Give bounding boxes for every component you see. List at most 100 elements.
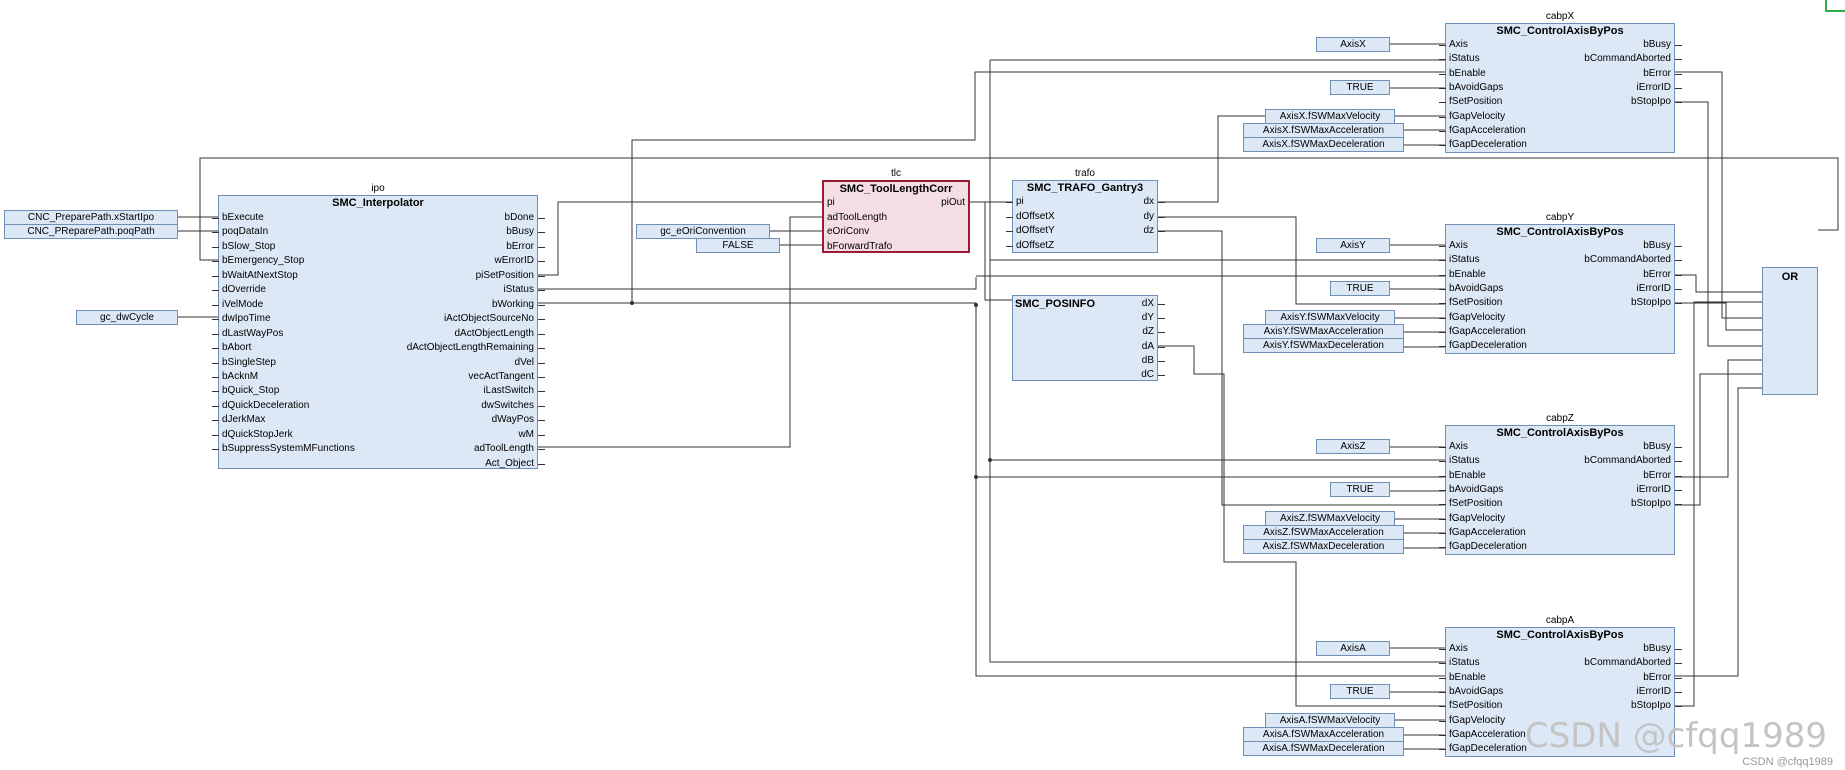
axis-in-bavoidgaps[interactable]: bAvoidGaps xyxy=(1449,81,1504,93)
axis-in-benable[interactable]: bEnable xyxy=(1449,268,1486,280)
avoid-gaps-const[interactable]: TRUE xyxy=(1330,683,1390,699)
ipo-out-berror[interactable]: bError xyxy=(506,240,534,252)
axis-out-berror[interactable]: bError xyxy=(1643,469,1671,481)
axis-in-istatus[interactable]: iStatus xyxy=(1449,53,1480,65)
ipo-out-ilastswitch[interactable]: iLastSwitch xyxy=(483,385,534,397)
avoid-gaps-const[interactable]: TRUE xyxy=(1330,481,1390,497)
ipo-in-bsinglestep[interactable]: bSingleStep xyxy=(222,356,276,368)
axis-var[interactable]: AxisZ xyxy=(1316,439,1390,454)
axis-in-bavoidgaps[interactable]: bAvoidGaps xyxy=(1449,282,1504,294)
const-ori-conv[interactable]: gc_eOriConvention xyxy=(636,224,770,239)
ipo-in-bslow-stop[interactable]: bSlow_Stop xyxy=(222,240,276,252)
axis-in-fsetposition[interactable]: fSetPosition xyxy=(1449,700,1503,712)
tlc-in-pi[interactable]: pi xyxy=(827,197,835,208)
axis-in-fgapdeceleration[interactable]: fGapDeceleration xyxy=(1449,541,1527,553)
ipo-out-dactobjectlength[interactable]: dActObjectLength xyxy=(454,327,535,339)
ipo-in-dlastwaypos[interactable]: dLastWayPos xyxy=(222,327,284,339)
axis-in-benable[interactable]: bEnable xyxy=(1449,67,1486,79)
axis-in-axis[interactable]: Axis xyxy=(1449,39,1468,50)
gap-acceleration-const[interactable]: AxisZ.fSWMaxAcceleration xyxy=(1243,524,1404,540)
ipo-out-dwswitches[interactable]: dwSwitches xyxy=(481,399,534,411)
const-dwcycle[interactable]: gc_dwCycle xyxy=(76,310,178,325)
axis-out-berror[interactable]: bError xyxy=(1643,671,1671,683)
tlc-out-piout[interactable]: piOut xyxy=(941,197,965,208)
axis-in-axis[interactable]: Axis xyxy=(1449,643,1468,654)
ipo-in-bwaitatnextstop[interactable]: bWaitAtNextStop xyxy=(222,269,298,281)
ipo-in-bsuppresssystemmfunctions[interactable]: bSuppressSystemMFunctions xyxy=(222,443,355,455)
ipo-out-werrorid[interactable]: wErrorID xyxy=(494,255,534,267)
posinfo-out-dz[interactable]: dZ xyxy=(1142,326,1154,338)
ipo-out-iactobjectsourceno[interactable]: iActObjectSourceNo xyxy=(443,313,534,325)
ipo-out-adtoollength[interactable]: adToolLength xyxy=(473,443,534,455)
trafo-out-dx[interactable]: dx xyxy=(1143,196,1154,207)
axis-in-fgapdeceleration[interactable]: fGapDeceleration xyxy=(1449,340,1527,352)
ipo-out-istatus[interactable]: iStatus xyxy=(503,284,534,296)
axis-in-fgapacceleration[interactable]: fGapAcceleration xyxy=(1449,728,1526,740)
posinfo-out-dc[interactable]: dC xyxy=(1141,369,1154,380)
ipo-in-dwipotime[interactable]: dwIpoTime xyxy=(222,313,271,325)
gap-acceleration-const[interactable]: AxisY.fSWMaxAcceleration xyxy=(1243,323,1404,339)
axis-in-fsetposition[interactable]: fSetPosition xyxy=(1449,498,1503,510)
tlc-in-bforwardtrafo[interactable]: bForwardTrafo xyxy=(827,240,893,252)
trafo-in-doffsetz[interactable]: dOffsetZ xyxy=(1016,239,1055,251)
axis-out-bbusy[interactable]: bBusy xyxy=(1643,39,1671,50)
ipo-out-wm[interactable]: wM xyxy=(518,428,534,440)
ipo-in-dquickstopjerk[interactable]: dQuickStopJerk xyxy=(222,428,293,440)
ipo-in-backnm[interactable]: bAcknM xyxy=(222,370,259,382)
axis-in-fgapdeceleration[interactable]: fGapDeceleration xyxy=(1449,743,1527,755)
ipo-out-pisetposition[interactable]: piSetPosition xyxy=(475,269,534,281)
axis-out-bcommandaborted[interactable]: bCommandAborted xyxy=(1584,657,1671,669)
axis-out-ierrorid[interactable]: iErrorID xyxy=(1636,282,1671,294)
ipo-out-bworking[interactable]: bWorking xyxy=(491,298,534,310)
axis-out-berror[interactable]: bError xyxy=(1643,67,1671,79)
ipo-in-bexecute[interactable]: bExecute xyxy=(222,212,264,223)
axis-out-bstopipo[interactable]: bStopIpo xyxy=(1630,96,1671,108)
trafo-in-pi[interactable]: pi xyxy=(1016,196,1024,207)
axis-out-bstopipo[interactable]: bStopIpo xyxy=(1630,700,1671,712)
ipo-out-dactobjectlengthremaining[interactable]: dActObjectLengthRemaining xyxy=(406,342,534,354)
trafo-in-doffsetx[interactable]: dOffsetX xyxy=(1016,210,1055,222)
axis-in-fgapvelocity[interactable]: fGapVelocity xyxy=(1449,311,1506,323)
axis-out-ierrorid[interactable]: iErrorID xyxy=(1636,685,1671,697)
gap-velocity-const[interactable]: AxisX.fSWMaxVelocity xyxy=(1265,108,1395,124)
ipo-in-poqdatain[interactable]: poqDataIn xyxy=(222,226,269,238)
ipo-out-dwaypos[interactable]: dWayPos xyxy=(491,414,534,426)
ipo-in-bquick-stop[interactable]: bQuick_Stop xyxy=(222,385,280,397)
gap-deceleration-const[interactable]: AxisX.fSWMaxDeceleration xyxy=(1243,137,1404,153)
axis-in-istatus[interactable]: iStatus xyxy=(1449,657,1480,669)
ipo-in-djerkmax[interactable]: dJerkMax xyxy=(222,414,266,426)
const-prepare-start[interactable]: CNC_PreparePath.xStartIpo xyxy=(4,210,178,225)
axis-out-bcommandaborted[interactable]: bCommandAborted xyxy=(1584,455,1671,467)
axis-out-bbusy[interactable]: bBusy xyxy=(1643,240,1671,251)
ipo-out-vecacttangent[interactable]: vecActTangent xyxy=(468,370,534,382)
avoid-gaps-const[interactable]: TRUE xyxy=(1330,79,1390,95)
axis-out-bcommandaborted[interactable]: bCommandAborted xyxy=(1584,53,1671,65)
gap-velocity-const[interactable]: AxisA.fSWMaxVelocity xyxy=(1265,712,1395,728)
gap-deceleration-const[interactable]: AxisZ.fSWMaxDeceleration xyxy=(1243,539,1404,555)
gap-deceleration-const[interactable]: AxisY.fSWMaxDeceleration xyxy=(1243,338,1404,354)
axis-in-fgapacceleration[interactable]: fGapAcceleration xyxy=(1449,526,1526,538)
axis-in-benable[interactable]: bEnable xyxy=(1449,671,1486,683)
axis-out-ierrorid[interactable]: iErrorID xyxy=(1636,483,1671,495)
ipo-in-doverride[interactable]: dOverride xyxy=(222,284,266,296)
avoid-gaps-const[interactable]: TRUE xyxy=(1330,280,1390,296)
const-prepare-poq[interactable]: CNC_PReparePath.poqPath xyxy=(4,224,178,239)
axis-in-fgapacceleration[interactable]: fGapAcceleration xyxy=(1449,124,1526,136)
axis-in-bavoidgaps[interactable]: bAvoidGaps xyxy=(1449,483,1504,495)
posinfo-out-db[interactable]: dB xyxy=(1141,354,1154,366)
axis-in-fgapacceleration[interactable]: fGapAcceleration xyxy=(1449,325,1526,337)
axis-in-axis[interactable]: Axis xyxy=(1449,240,1468,251)
axis-out-bstopipo[interactable]: bStopIpo xyxy=(1630,297,1671,309)
axis-var[interactable]: AxisX xyxy=(1316,37,1390,52)
ipo-in-babort[interactable]: bAbort xyxy=(222,342,252,354)
axis-out-bstopipo[interactable]: bStopIpo xyxy=(1630,498,1671,510)
axis-in-benable[interactable]: bEnable xyxy=(1449,469,1486,481)
axis-var[interactable]: AxisA xyxy=(1316,641,1390,656)
